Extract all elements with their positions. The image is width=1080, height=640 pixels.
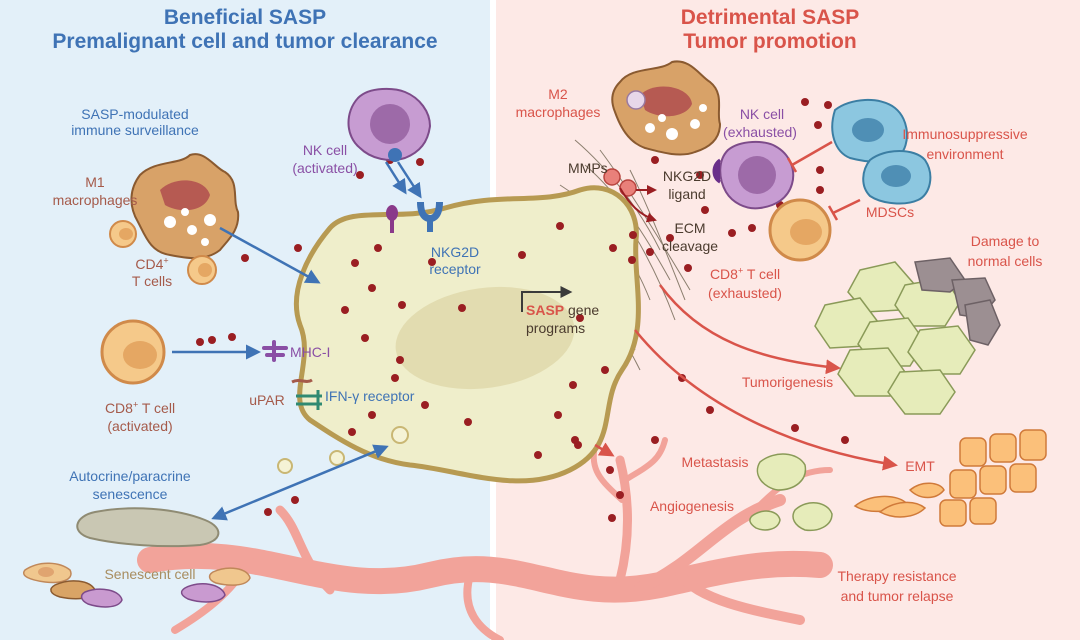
left-title-line1: Beneficial SASP xyxy=(163,6,327,29)
right-arrows xyxy=(594,284,898,471)
damage-line1: Damage to xyxy=(970,233,1040,249)
ecm-label-line2: cleavage xyxy=(661,238,719,254)
nkg2d-receptor-line2: receptor xyxy=(429,261,481,277)
nkg2d-ligand-line2: ligand xyxy=(668,186,706,202)
tumorigenesis-label: Tumorigenesis xyxy=(741,374,834,390)
t-cell-icon xyxy=(100,319,166,385)
programs-label: programs xyxy=(526,320,586,336)
nk-exhausted-line1: NK cell xyxy=(739,106,785,122)
therapy-resistance-line1: Therapy resistance xyxy=(837,568,957,584)
mdsc-icon xyxy=(831,98,932,205)
emt-cells-icon xyxy=(853,429,1047,527)
nk-activated-line1: NK cell xyxy=(302,142,348,158)
m2-label-line1: M2 xyxy=(548,86,568,102)
cd4-label-line1: CD4+ xyxy=(135,255,169,272)
damage-line2: normal cells xyxy=(967,253,1043,269)
nk-exhausted-line2: (exhausted) xyxy=(723,124,797,140)
m1-label-line2: macrophages xyxy=(52,192,138,208)
sasp-factor-dots xyxy=(196,98,849,522)
m2-label-line2: macrophages xyxy=(515,104,601,120)
mmp-icon xyxy=(603,168,637,197)
ifn-receptor-icon xyxy=(296,390,322,410)
normal-cells-icon xyxy=(814,257,1001,415)
cd4-t-cell-icon xyxy=(109,220,217,285)
cd8-activated-line2: (activated) xyxy=(107,418,173,434)
senescent-cell-label: Senescent cell xyxy=(104,566,196,582)
ifn-gamma-receptor-label: IFN-γ receptor xyxy=(325,388,415,404)
left-title-line2: Premalignant cell and tumor clearance xyxy=(52,30,438,53)
upar-label: uPAR xyxy=(249,392,285,408)
right-title-line2: Tumor promotion xyxy=(683,30,857,53)
ecm-arrows xyxy=(619,185,657,223)
metastasis-label: Metastasis xyxy=(681,454,749,470)
angiogenesis-label: Angiogenesis xyxy=(649,498,735,514)
mhc-i-icon xyxy=(262,340,288,362)
upar-icon xyxy=(291,378,313,384)
autocrine-line2: senescence xyxy=(92,486,168,502)
m2-macrophage-icon xyxy=(611,60,722,156)
mdscs-label: MDSCs xyxy=(865,204,915,220)
ecm-label-line1: ECM xyxy=(674,220,706,236)
m1-macrophage-icon xyxy=(130,153,240,260)
sasp-gene-label: SASP gene xyxy=(526,302,600,318)
immune-surveillance-line1: SASP-modulated xyxy=(81,106,189,122)
cd4-label-line2: T cells xyxy=(131,273,173,289)
immunosuppressive-line2: environment xyxy=(926,146,1004,162)
nk-activated-line2: (activated) xyxy=(292,160,358,176)
autocrine-line1: Autocrine/paracrine xyxy=(69,468,191,484)
left-arrows xyxy=(172,161,422,521)
emt-label: EMT xyxy=(905,458,935,474)
metastasis-cells-icon xyxy=(749,453,833,532)
inhibition-bars xyxy=(786,140,861,221)
gene-program-arrow xyxy=(521,286,573,312)
mmps-label: MMPs xyxy=(568,160,608,176)
mhc-i-label: MHC-I xyxy=(290,344,331,360)
nk-cell-icon xyxy=(347,87,432,162)
senescent-cell-icon xyxy=(23,507,251,608)
tumor-cell-icon xyxy=(293,185,641,484)
immunosuppressive-line1: Immunosuppressive xyxy=(902,126,1028,142)
exhausted-t-cell-icon xyxy=(768,198,832,262)
nkg2d-receptor-line1: NKG2D xyxy=(430,244,480,260)
m1-label-line1: M1 xyxy=(85,174,105,190)
cd8-activated-line1: CD8+ T cell xyxy=(104,399,176,416)
right-title-line1: Detrimental SASP xyxy=(680,6,860,29)
therapy-resistance-line2: and tumor relapse xyxy=(840,588,954,604)
immune-surveillance-line2: immune surveillance xyxy=(71,122,199,138)
exhausted-nk-cell-icon xyxy=(712,140,795,210)
nkg2d-receptor-icon xyxy=(417,202,443,232)
cd8-exhausted-line2: (exhausted) xyxy=(708,285,782,301)
cd8-exhausted-line1: CD8+ T cell xyxy=(709,265,781,282)
nkg2d-ligand-icon xyxy=(386,205,398,233)
nkg2d-ligand-line1: NKG2D xyxy=(662,168,712,184)
